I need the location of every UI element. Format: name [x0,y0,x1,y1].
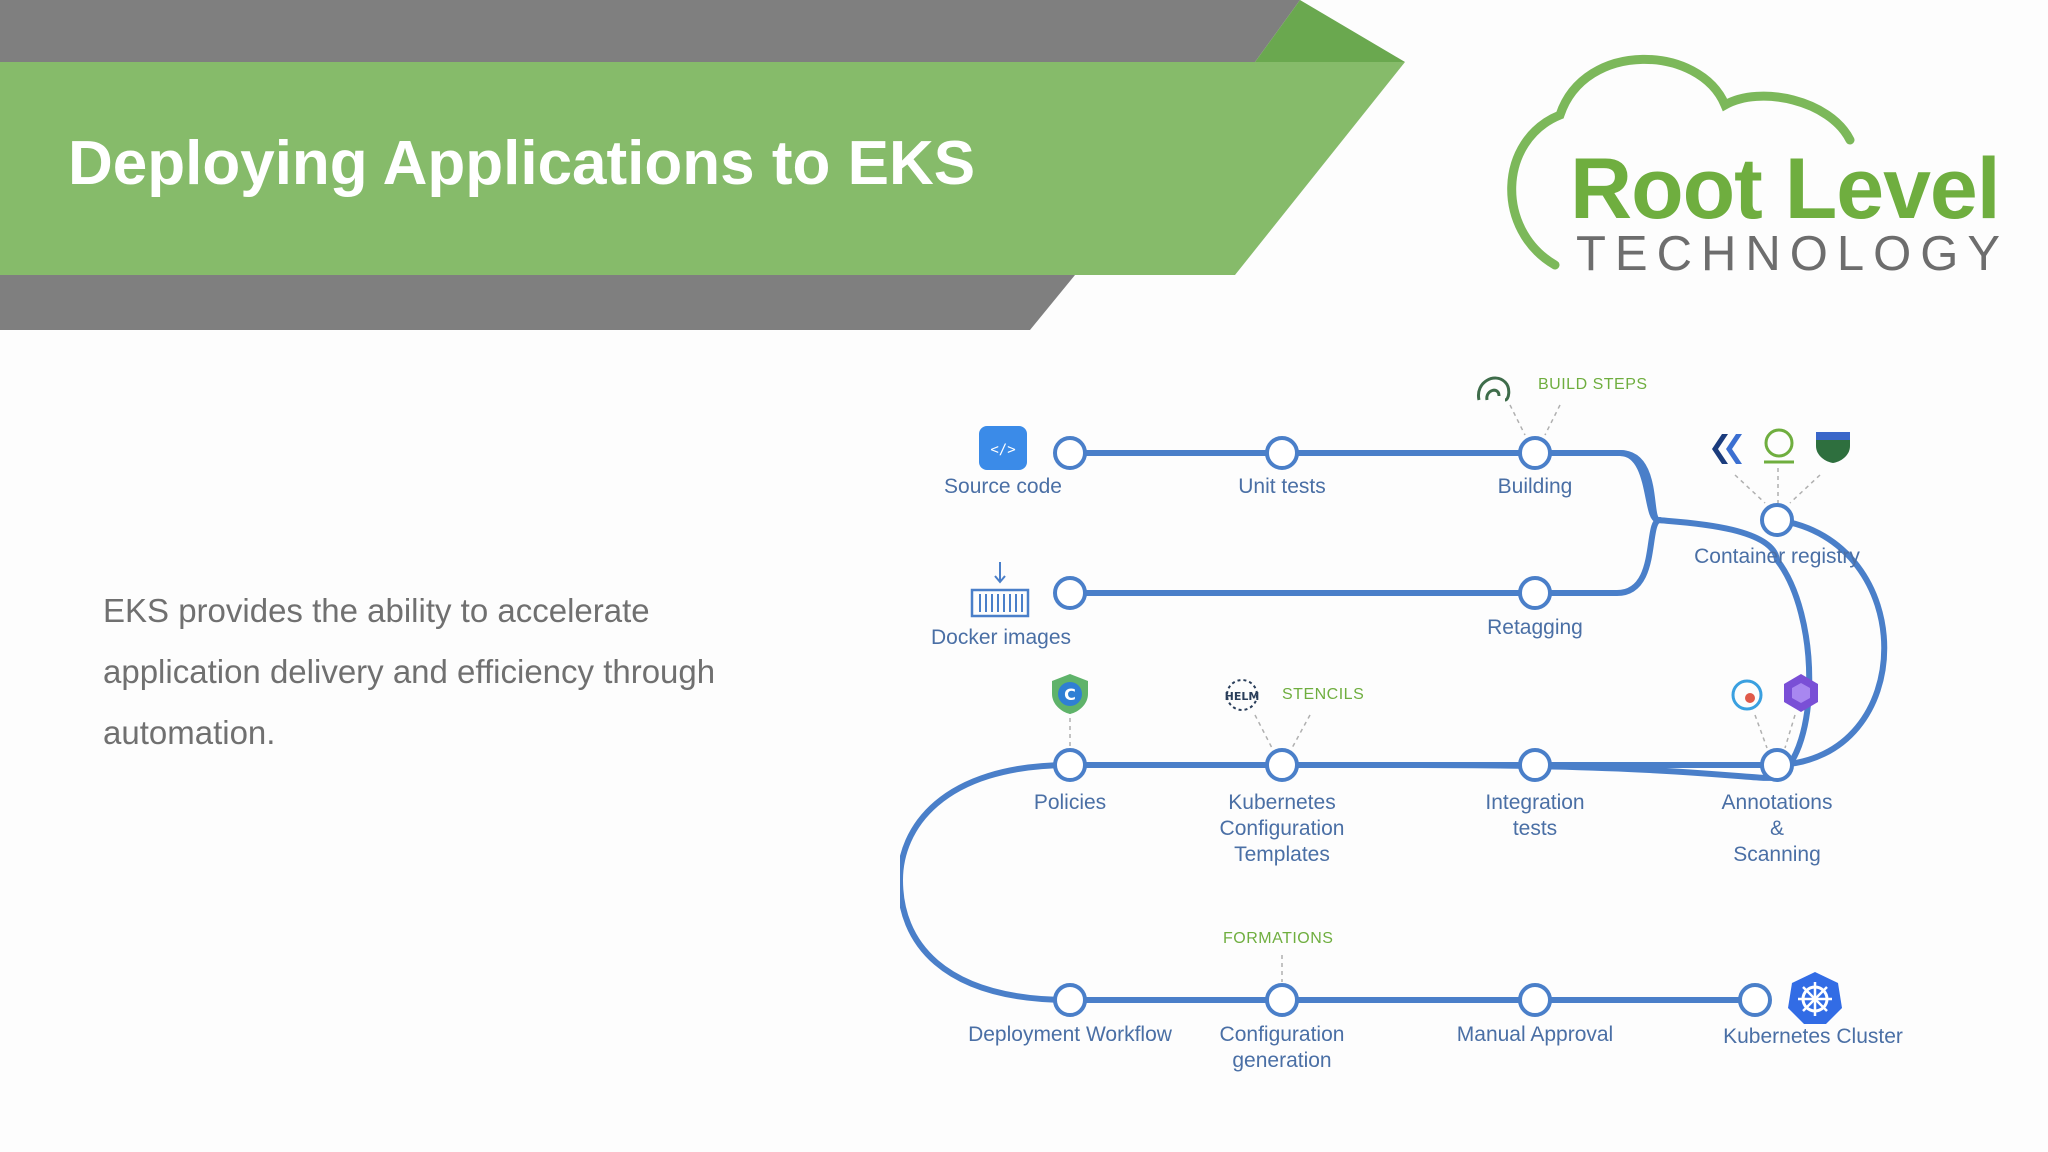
svg-text:HELM: HELM [1225,690,1260,703]
stage-label-annotations-scanning: Annotations & Scanning [1721,791,1833,866]
svg-text:C: C [1064,685,1076,704]
scanning-tool-icon-2 [1784,674,1818,712]
header-banner [0,0,1420,340]
node-manual-approval [1518,983,1552,1017]
node-integration-tests [1518,748,1552,782]
policy-shield-icon: C [1052,674,1088,714]
stage-label-docker-images: Docker images [930,626,1072,649]
helm-icon: HELM [1225,679,1260,711]
registry-tool-icon-2 [1764,428,1794,464]
build-steps-label: BUILD STEPS [1538,376,1648,393]
formations-label: FORMATIONS [1223,930,1334,947]
build-tool-icon [1477,376,1511,402]
stage-label-source-code: Source code [944,475,1062,498]
node-config-generation [1265,983,1299,1017]
node-annotations [1760,748,1794,782]
stage-label-deployment-workflow: Deployment Workflow [968,1023,1172,1046]
slide-description: EKS provides the ability to accelerate a… [103,592,716,751]
slide-title: Deploying Applications to EKS [68,129,976,198]
root-level-technology-logo: Root Level TECHNOLOGY [1490,40,2001,281]
node-kubernetes-cluster [1738,983,1772,1017]
registry-tool-icon-1 [1712,434,1742,464]
cicd-pipeline-diagram: </> C HELM [900,360,1960,1100]
code-icon: </> [979,426,1027,470]
stage-label-config-generation: Configuration generation [1219,1023,1345,1072]
kubernetes-icon [1788,972,1842,1024]
registry-tool-icon-3 [1816,432,1850,463]
stage-label-unit-tests: Unit tests [1238,475,1326,498]
stage-label-policies: Policies [1033,791,1107,814]
stage-label-container-registry: Container registry [1694,545,1860,568]
node-deployment-workflow [1053,983,1087,1017]
node-building [1518,436,1552,470]
stage-label-integration-tests: Integration tests [1485,791,1585,840]
node-container-registry [1760,503,1794,537]
stage-label-kubernetes-cluster: Kubernetes Cluster [1723,1025,1903,1048]
node-policies [1053,748,1087,782]
stage-label-building: Building [1497,475,1573,498]
docker-container-icon [970,562,1030,618]
node-kubernetes-config [1265,748,1299,782]
svg-text:</>: </> [990,442,1015,458]
node-unit-tests [1265,436,1299,470]
scanning-tool-icon-1 [1731,679,1763,711]
stage-label-manual-approval: Manual Approval [1456,1023,1614,1046]
stencils-label: STENCILS [1282,686,1365,703]
logo-sub-text: TECHNOLOGY [1576,227,2010,281]
stage-label-retagging: Retagging [1487,616,1583,639]
logo-main-text: Root Level [1570,141,2001,237]
stage-label-kubernetes-config: Kubernetes Configuration Templates [1219,791,1345,866]
node-docker-images [1053,576,1087,610]
node-source-code [1053,436,1087,470]
node-retagging [1518,576,1552,610]
